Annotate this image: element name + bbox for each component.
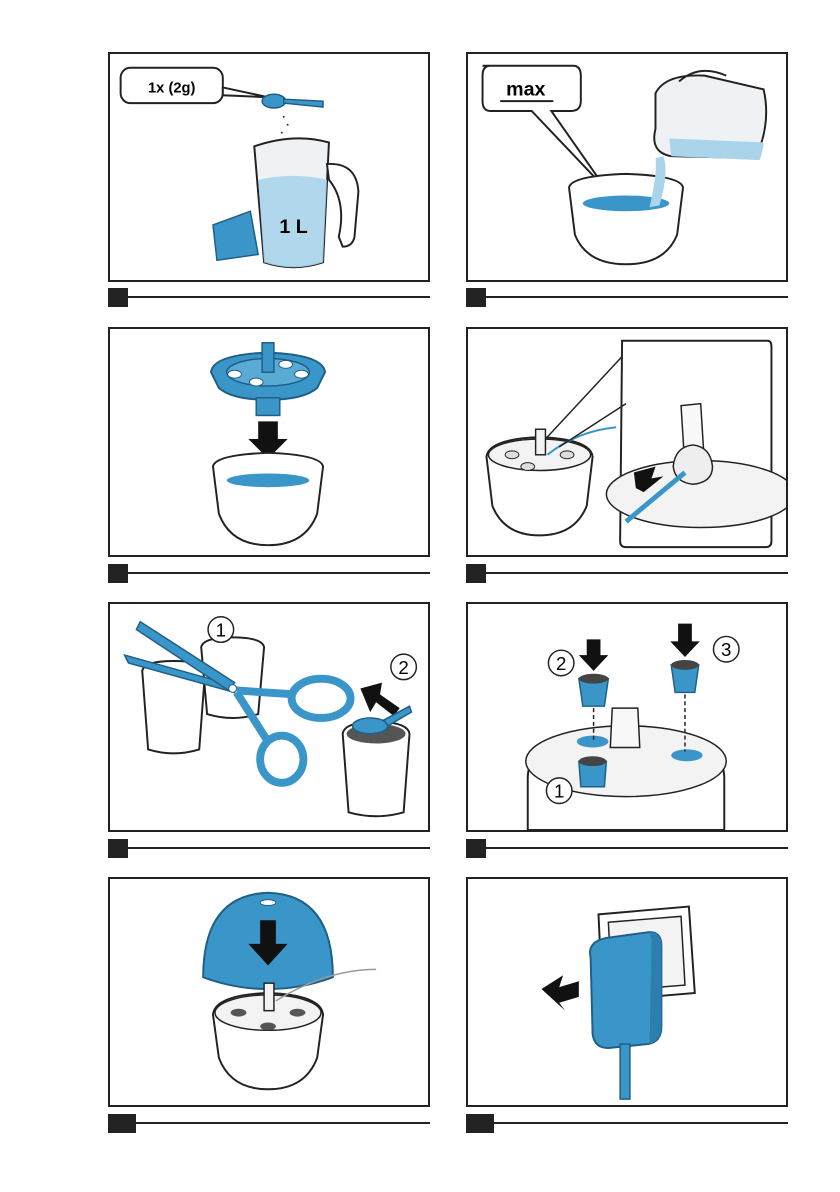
- step-marker: [108, 564, 128, 583]
- pod-two-label: 2: [556, 653, 566, 674]
- seed-spoon-icon: [353, 718, 388, 734]
- illustration-measure-powder: 1x (2g) 1 L: [110, 54, 428, 280]
- panel-plug-in: [466, 877, 788, 1107]
- step-one-label: 1: [216, 619, 226, 640]
- illustration-insert-wick: [468, 329, 786, 555]
- step-marker: [108, 839, 128, 858]
- step-bar: [108, 296, 430, 298]
- base-bowl-icon: [213, 453, 323, 545]
- panel-insert-plate: [108, 327, 430, 557]
- step-marker: [466, 1114, 494, 1133]
- powder-sachet-icon: [213, 211, 258, 260]
- illustration-place-pods: 2 3 1: [468, 604, 786, 830]
- step-bar: [108, 1122, 430, 1124]
- pod-one-label: 1: [554, 781, 564, 802]
- step-bar: [108, 847, 430, 849]
- step-bar: [108, 572, 430, 574]
- illustration-insert-plate: [110, 329, 428, 555]
- max-level-label: max: [506, 78, 545, 100]
- step-bar: [466, 1122, 788, 1124]
- step-marker: [466, 288, 486, 307]
- step-marker: [108, 288, 128, 307]
- step-two-label: 2: [398, 657, 408, 678]
- measuring-spoon-icon: [262, 94, 286, 108]
- dose-label: 1x (2g): [148, 80, 196, 96]
- base-bowl-icon: [569, 174, 683, 264]
- step-marker: [108, 1114, 136, 1133]
- panel-place-pods: 2 3 1: [466, 602, 788, 832]
- panel-insert-wick: [466, 327, 788, 557]
- volume-label: 1 L: [279, 216, 307, 238]
- step-marker: [466, 839, 486, 858]
- arrow-down-icon: [670, 624, 699, 657]
- curved-arrow-icon: [360, 683, 399, 716]
- illustration-fill-to-max: max: [468, 54, 786, 280]
- panel-attach-dome: [108, 877, 430, 1107]
- step-bar: [466, 847, 788, 849]
- illustration-plug-in: [468, 879, 786, 1105]
- arrow-insert-icon: [542, 975, 579, 1010]
- panel-measure-powder: 1x (2g) 1 L: [108, 52, 430, 282]
- callout-pointer: [223, 87, 268, 97]
- power-cord-icon: [620, 1044, 630, 1099]
- arrow-down-icon: [579, 639, 608, 670]
- step-marker: [466, 564, 486, 583]
- panel-fill-to-max: max: [466, 52, 788, 282]
- pod-three-label: 3: [721, 639, 731, 660]
- step-bar: [466, 572, 788, 574]
- illustration-prepare-pods: 1 2: [110, 604, 428, 830]
- step-bar: [466, 296, 788, 298]
- illustration-attach-dome: [110, 879, 428, 1105]
- panel-prepare-pods: 1 2: [108, 602, 430, 832]
